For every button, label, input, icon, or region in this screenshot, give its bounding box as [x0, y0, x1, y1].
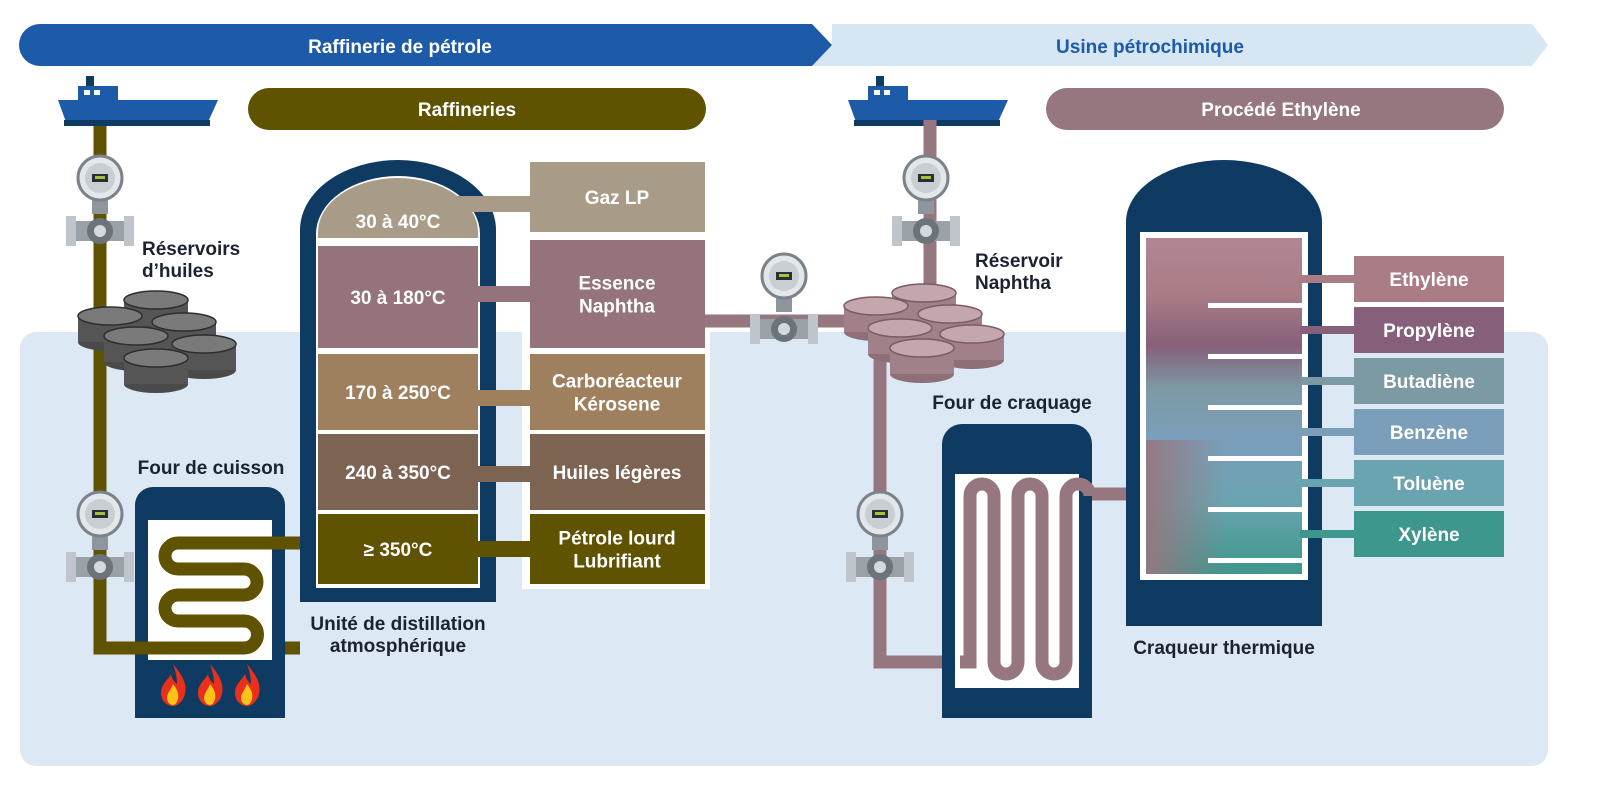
- fraction-temperature: 170 à 250°C: [345, 383, 451, 404]
- refineries-label: Raffineries: [418, 100, 516, 121]
- fraction-cell: [318, 246, 478, 348]
- flowmeter-icon: [64, 154, 136, 248]
- cracker-tray: [1208, 456, 1302, 461]
- cracker-product-box: [1354, 307, 1504, 353]
- ship-icon: [58, 76, 218, 126]
- refinery-banner: [19, 24, 832, 66]
- cracking-furnace-label: Four de craquage: [932, 393, 1091, 414]
- cracker-product-label: Xylène: [1398, 525, 1459, 546]
- cracker-product-label: Benzène: [1390, 423, 1468, 444]
- cracker-product-label: Butadiène: [1383, 372, 1475, 393]
- cracker-tray: [1208, 303, 1302, 308]
- ethylene-process-label: Procédé Ethylène: [1201, 100, 1360, 121]
- fraction-product-box: [530, 162, 705, 232]
- cracker-product-box: [1354, 358, 1504, 404]
- cracker-tray: [1208, 558, 1302, 563]
- refineries-pill: [248, 88, 706, 130]
- tank-icon: [123, 348, 189, 394]
- cracker-product-label: Toluène: [1393, 474, 1464, 495]
- fraction-product-box: [530, 240, 705, 348]
- fraction-product-box: [530, 434, 705, 510]
- ship-icon: [848, 76, 1008, 126]
- fraction-cell: [318, 178, 478, 238]
- fraction-product: Gaz LP: [585, 188, 650, 209]
- cracker-tray: [1208, 507, 1302, 512]
- cracker-products: EthylènePropylèneButadièneBenzèneToluène…: [1300, 256, 1504, 557]
- fraction-cell: [318, 514, 478, 584]
- cracker-product-box: [1354, 256, 1504, 302]
- flowmeter-icon: [890, 154, 962, 248]
- cracker-tray: [1208, 405, 1302, 410]
- fraction-temperature: 30 à 40°C: [356, 212, 441, 233]
- flowmeter-icon: [748, 252, 820, 346]
- petrochemical-banner-label: Usine pétrochimique: [1056, 37, 1244, 58]
- fraction-product-box: [530, 514, 705, 584]
- cracker-product-label: Propylène: [1383, 321, 1475, 342]
- fraction-product-box: [530, 354, 705, 430]
- thermal-cracker-label: Craqueur thermique: [1133, 638, 1315, 659]
- cracker-product-box: [1354, 409, 1504, 455]
- fraction-temperature: 30 à 180°C: [350, 288, 446, 309]
- refinery-banner-label: Raffinerie de pétrole: [308, 37, 492, 58]
- furnace-coil: [110, 536, 300, 655]
- fraction-cell: [318, 434, 478, 510]
- petrochemical-banner: [810, 24, 1548, 66]
- fraction-cell: [318, 354, 478, 430]
- furnace-label: Four de cuisson: [138, 458, 285, 479]
- ethylene-process-pill: [1046, 88, 1504, 130]
- fraction-temperature: 240 à 350°C: [345, 463, 451, 484]
- cracker-product-label: Ethylène: [1389, 270, 1468, 291]
- cracker-product-box: [1354, 460, 1504, 506]
- fraction-temperature: ≥ 350°C: [364, 540, 433, 561]
- cracker-product-box: [1354, 511, 1504, 557]
- fraction-product: Huiles légères: [553, 463, 682, 484]
- tank-icon: [889, 338, 955, 384]
- cracking-coil: [960, 477, 1097, 681]
- cracker-trays: [1208, 303, 1302, 563]
- cracker-tray: [1208, 354, 1302, 359]
